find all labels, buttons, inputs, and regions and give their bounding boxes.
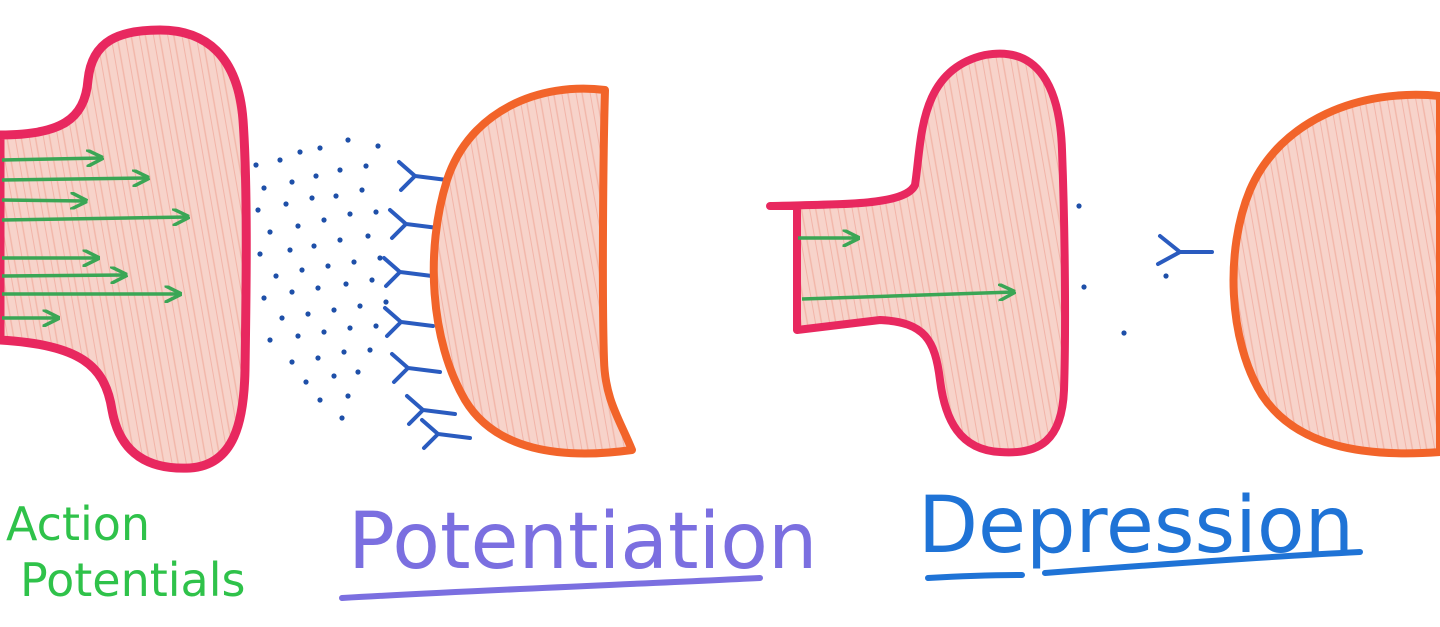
label-action-line1: Action [6,497,150,551]
neurotransmitter-dot-icon [321,329,327,335]
neurotransmitter-dot-icon [377,255,383,261]
neurotransmitter-dot-icon [1121,330,1127,336]
label-potentiation: Potentiation [348,497,817,587]
neurotransmitter-dot-icon [333,193,339,199]
neurotransmitter-dot-icon [331,307,337,313]
neurotransmitter-dot-icon [253,162,259,168]
neurotransmitter-dot-icon [267,337,273,343]
action-potential-arrows [1,158,188,318]
neurotransmitter-dot-icon [305,311,311,317]
neurotransmitter-dot-icon [317,397,323,403]
underline-depression-a [925,572,1025,581]
arrow-icon [801,292,1014,299]
receptor-icon [382,256,434,288]
neurotransmitter-dot-icon [295,223,301,229]
neurotransmitter-dot-icon [375,143,381,149]
neurotransmitter-dot-icon [257,251,263,257]
neurotransmitter-dot-icon [365,233,371,239]
neurotransmitter-dot-icon [315,355,321,361]
neurotransmitter-dot-icon [267,229,273,235]
neurotransmitter-dot-icon [383,299,389,305]
neurotransmitter-dot-icon [373,323,379,329]
action-potential-arrows-weak [798,238,1014,299]
receptor-icon [420,418,472,450]
arrow-icon [1,158,102,160]
receptor-group [382,160,472,450]
neurotransmitter-cloud [253,137,389,421]
neurotransmitter-dot-icon [325,263,331,269]
neurotransmitter-dot-icon [359,187,365,193]
presynaptic-terminal-strong [0,25,251,473]
postsynaptic-spine-weak [1229,90,1440,458]
neurotransmitter-dot-icon [357,303,363,309]
neurotransmitter-dot-icon [297,149,303,155]
neurotransmitter-dot-icon [339,415,345,421]
neurotransmitter-dot-icon [289,359,295,365]
neurotransmitter-dot-icon [289,179,295,185]
neurotransmitter-dot-icon [341,349,347,355]
labels: Action Potentials Potentiation Depressio… [6,481,1363,607]
neurotransmitter-dot-icon [367,347,373,353]
neurotransmitter-dot-icon [287,247,293,253]
receptor-icon [405,394,457,426]
arrow-icon [1,275,126,276]
neurotransmitter-dot-icon [337,167,343,173]
underline-potentiation [339,575,763,601]
neurotransmitter-dot-icon [337,237,343,243]
neurotransmitter-sparse [1076,203,1169,336]
neurotransmitter-dot-icon [303,379,309,385]
neurotransmitter-dot-icon [369,277,375,283]
neurotransmitter-dot-icon [331,373,337,379]
receptor-icon [390,352,442,384]
potentiation-synapse [0,25,636,473]
receptor-icon [397,160,449,192]
receptor-icon [383,306,435,338]
neurotransmitter-dot-icon [373,209,379,215]
neurotransmitter-dot-icon [311,243,317,249]
neurotransmitter-dot-icon [273,273,279,279]
arrow-icon [1,217,188,220]
neurotransmitter-dot-icon [355,369,361,375]
neurotransmitter-dot-icon [313,173,319,179]
neurotransmitter-dot-icon [309,195,315,201]
neurotransmitter-dot-icon [295,333,301,339]
arrow-icon [1,200,86,201]
neurotransmitter-dot-icon [345,137,351,143]
arrow-icon [1,178,148,180]
neurotransmitter-dot-icon [363,163,369,169]
neurotransmitter-dot-icon [347,211,353,217]
neurotransmitter-dot-icon [277,157,283,163]
neurotransmitter-dot-icon [345,393,351,399]
label-action-line2: Potentials [20,553,246,607]
neurotransmitter-dot-icon [321,217,327,223]
neurotransmitter-dot-icon [1163,273,1169,279]
receptor-icon [1156,234,1214,266]
neurotransmitter-dot-icon [347,325,353,331]
neurotransmitter-dot-icon [343,281,349,287]
neurotransmitter-dot-icon [315,285,321,291]
postsynaptic-spine-strong [429,84,636,458]
neurotransmitter-dot-icon [317,145,323,151]
neurotransmitter-dot-icon [1076,203,1082,209]
receptor-icon [388,208,440,240]
neurotransmitter-dot-icon [299,267,305,273]
neurotransmitter-dot-icon [351,259,357,265]
neurotransmitter-dot-icon [283,201,289,207]
presynaptic-terminal-weak [766,49,1070,457]
neurotransmitter-dot-icon [261,185,267,191]
depression-synapse [766,49,1440,458]
neurotransmitter-dot-icon [261,295,267,301]
neurotransmitter-dot-icon [1081,284,1087,290]
underline-depression-b [1042,549,1363,576]
neurotransmitter-dot-icon [289,289,295,295]
neurotransmitter-dot-icon [279,315,285,321]
neurotransmitter-dot-icon [255,207,261,213]
